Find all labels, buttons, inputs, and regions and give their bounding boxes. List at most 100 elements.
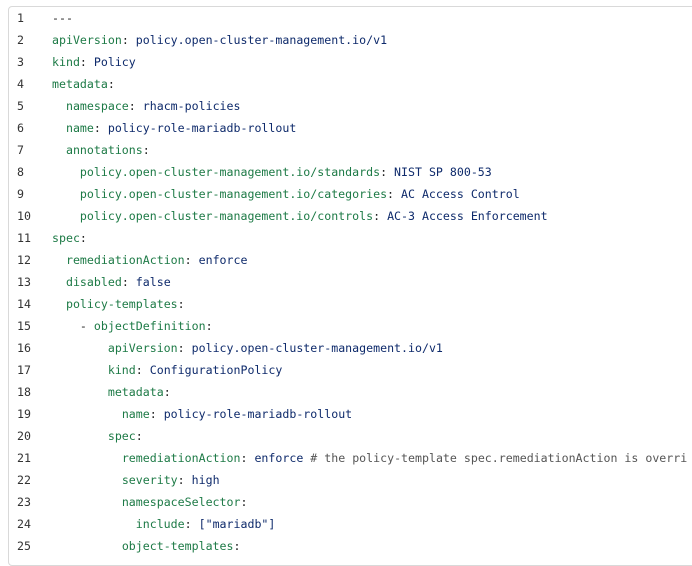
line-number: 25 <box>17 539 31 553</box>
yaml-key: name <box>65 121 94 135</box>
yaml-key: metadata <box>107 385 164 399</box>
indent <box>52 275 66 289</box>
line-number: 7 <box>17 143 24 157</box>
yaml-key: remediationAction <box>65 253 185 267</box>
yaml-key: kind <box>52 55 80 69</box>
indent <box>52 187 80 201</box>
indent <box>52 253 66 267</box>
line-number: 4 <box>17 77 24 91</box>
line-number: 2 <box>17 33 24 47</box>
code-line: 8 policy.open-cluster-management.io/stan… <box>9 161 692 183</box>
key-separator: : <box>93 121 108 135</box>
line-number: 6 <box>17 121 24 135</box>
key-separator: : <box>177 341 192 355</box>
line-number: 9 <box>17 187 24 201</box>
indent <box>52 363 108 377</box>
key-separator: : <box>128 99 143 113</box>
yaml-key: apiVersion <box>107 341 178 355</box>
yaml-key: apiVersion <box>52 33 122 47</box>
yaml-key: policy-templates <box>65 297 178 311</box>
key-separator: : <box>373 209 388 223</box>
code-line: 16 apiVersion: policy.open-cluster-manag… <box>9 337 692 359</box>
key-separator: : <box>205 319 213 333</box>
code-line: 7 annotations: <box>9 139 692 161</box>
key-separator: : <box>163 385 171 399</box>
yaml-key: policy.open-cluster-management.io/contro… <box>79 209 374 223</box>
key-separator: : <box>184 253 199 267</box>
yaml-key: remediationAction <box>121 451 241 465</box>
yaml-value: rhacm-policies <box>142 99 241 113</box>
line-number: 18 <box>17 385 31 399</box>
code-line: 14 policy-templates: <box>9 293 692 315</box>
key-separator: : <box>79 55 94 69</box>
indent <box>52 539 122 553</box>
yaml-value: policy-role-mariadb-rollout <box>163 407 353 421</box>
code-line: 23 namespaceSelector: <box>9 491 692 513</box>
line-content: policy.open-cluster-management.io/catego… <box>52 183 692 205</box>
line-content: metadata: <box>52 381 692 403</box>
yaml-value: enforce <box>198 253 248 267</box>
indent <box>52 407 122 421</box>
indent <box>52 429 108 443</box>
line-number: 22 <box>17 473 31 487</box>
yaml-value: high <box>191 473 220 487</box>
indent <box>52 473 122 487</box>
yaml-value: AC-3 Access Enforcement <box>387 209 548 223</box>
line-content: namespace: rhacm-policies <box>52 95 692 117</box>
line-content: include: ["mariadb"] <box>52 513 692 535</box>
line-content: name: policy-role-mariadb-rollout <box>52 403 692 425</box>
key-separator: : <box>135 363 150 377</box>
code-line: 17 kind: ConfigurationPolicy <box>9 359 692 381</box>
key-separator: : <box>240 495 248 509</box>
code-line: 9 policy.open-cluster-management.io/cate… <box>9 183 692 205</box>
yaml-key: namespace <box>65 99 129 113</box>
line-number: 11 <box>17 231 31 245</box>
line-content: policy-templates: <box>52 293 692 315</box>
line-number: 21 <box>17 451 31 465</box>
line-number: 5 <box>17 99 24 113</box>
indent <box>52 121 66 135</box>
key-separator: : <box>240 451 255 465</box>
key-separator: : <box>107 77 115 91</box>
line-content: spec: <box>52 425 692 447</box>
yaml-value: Policy <box>93 55 136 69</box>
indent <box>52 143 66 157</box>
code-line: 12 remediationAction: enforce <box>9 249 692 271</box>
key-separator: : <box>142 143 150 157</box>
indent <box>52 319 80 333</box>
yaml-value: policy.open-cluster-management.io/v1 <box>135 33 388 47</box>
line-content: disabled: false <box>52 271 692 293</box>
line-number: 23 <box>17 495 31 509</box>
indent <box>52 209 80 223</box>
key-separator: : <box>121 275 136 289</box>
line-content: - objectDefinition: <box>52 315 692 337</box>
list-dash: - <box>79 319 94 333</box>
key-separator: : <box>387 187 402 201</box>
line-number: 13 <box>17 275 31 289</box>
code-line: 21 remediationAction: enforce # the poli… <box>9 447 692 469</box>
yaml-value: enforce <box>254 451 304 465</box>
line-number: 10 <box>17 209 31 223</box>
line-number: 14 <box>17 297 31 311</box>
indent <box>52 341 108 355</box>
line-number: 1 <box>17 11 24 25</box>
key-separator: : <box>121 33 136 47</box>
code-line: 10 policy.open-cluster-management.io/con… <box>9 205 692 227</box>
yaml-key: include <box>135 517 185 531</box>
line-number: 17 <box>17 363 31 377</box>
indent <box>52 297 66 311</box>
line-number: 19 <box>17 407 31 421</box>
code-line: 18 metadata: <box>9 381 692 403</box>
yaml-key: disabled <box>65 275 122 289</box>
yaml-key: severity <box>121 473 178 487</box>
yaml-key: policy.open-cluster-management.io/catego… <box>79 187 388 201</box>
yaml-value: NIST SP 800-53 <box>394 165 492 179</box>
line-content: namespaceSelector: <box>52 491 692 513</box>
indent <box>52 99 66 113</box>
yaml-value: AC Access Control <box>401 187 520 201</box>
line-number: 12 <box>17 253 31 267</box>
yaml-value: policy.open-cluster-management.io/v1 <box>191 341 443 355</box>
line-number: 20 <box>17 429 31 443</box>
yaml-key: namespaceSelector <box>121 495 241 509</box>
